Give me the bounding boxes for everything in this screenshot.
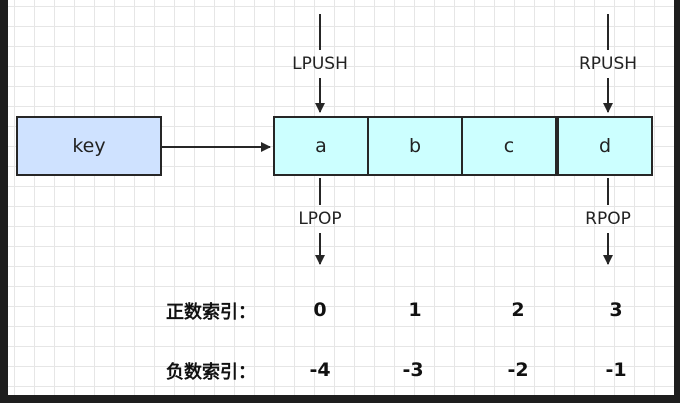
diagram-canvas: key a b c d LPUSH RPUSH LPOP RPOP 正数索引： … <box>8 0 674 395</box>
lpush-label: LPUSH <box>292 54 348 74</box>
positive-index-0: 0 <box>313 299 327 321</box>
cell-label: c <box>503 135 515 157</box>
positive-index-2: 2 <box>511 299 525 321</box>
positive-index-1: 1 <box>408 299 422 321</box>
list-cell-a: a <box>273 116 369 176</box>
negative-index-1: -3 <box>402 359 424 381</box>
arrows-layer <box>156 14 613 265</box>
list-cell-b: b <box>367 116 463 176</box>
negative-index-title: 负数索引： <box>166 362 256 383</box>
positive-index-title: 正数索引： <box>166 302 256 323</box>
negative-index-3: -1 <box>605 359 627 381</box>
rpush-label: RPUSH <box>578 54 638 74</box>
cell-label: b <box>408 135 422 157</box>
key-box: key <box>16 116 162 176</box>
list-cell-d: d <box>557 116 653 176</box>
key-label: key <box>72 135 106 157</box>
cell-label: d <box>598 135 612 157</box>
list-cell-c: c <box>461 116 557 176</box>
negative-index-2: -2 <box>507 359 529 381</box>
lpop-label: LPOP <box>298 209 342 229</box>
rpop-label: RPOP <box>585 209 631 229</box>
negative-index-0: -4 <box>309 359 331 381</box>
positive-index-3: 3 <box>609 299 623 321</box>
cell-label: a <box>315 135 327 157</box>
